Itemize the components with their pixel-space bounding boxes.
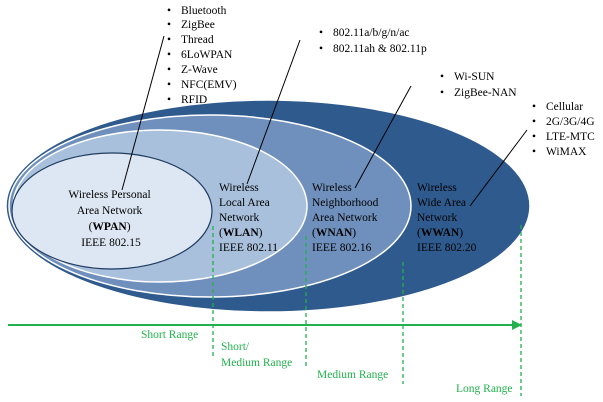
short-medium-range-line-2: Medium Range <box>221 357 292 369</box>
short-medium-range-line-1: Short/ <box>221 341 250 353</box>
bullet-icon: • <box>167 19 171 31</box>
wlan-standard: IEEE 802.11 <box>219 242 278 254</box>
wwan-callout-line <box>469 129 528 207</box>
wwan-label-line-1: Wireless <box>417 182 457 194</box>
wwan-abbr: WWAN <box>421 227 460 239</box>
bullet-icon: • <box>167 64 171 76</box>
wpan-tech-item: 6LoWPAN <box>181 49 233 61</box>
wlan-label-line-2: Local Area <box>219 197 270 209</box>
wpan-label-line-3: (WPAN) <box>89 221 131 233</box>
wpan-tech-item: Bluetooth <box>181 5 227 17</box>
wlan-abbr: WLAN <box>223 227 259 239</box>
wwan-tech-item: WiMAX <box>546 146 587 158</box>
wlan-callout-line <box>246 39 301 185</box>
medium-range-label: Medium Range <box>317 369 388 381</box>
wpan-abbr: WPAN <box>92 221 127 233</box>
wlan-label-line-3: Network <box>219 212 259 224</box>
wpan-tech-item: Z-Wave <box>181 64 218 76</box>
long-range-label: Long Range <box>456 383 513 395</box>
wlan-technology-list: • 802.11a/b/g/n/ac • 802.11ah & 802.11p <box>319 27 427 55</box>
wlan-tech-item: 802.11a/b/g/n/ac <box>333 27 410 39</box>
bullet-icon: • <box>167 34 171 46</box>
bullet-icon: • <box>532 146 536 158</box>
wlan-label-line-4: (WLAN) <box>219 227 263 239</box>
wwan-label: Wireless Wide Area Network (WWAN) IEEE 8… <box>417 182 477 254</box>
bullet-icon: • <box>319 27 323 39</box>
wpan-tech-item: RFID <box>181 94 207 106</box>
wnan-callout-line <box>354 85 412 189</box>
short-range-label: Short Range <box>141 329 198 341</box>
wnan-label-line-1: Wireless <box>312 182 352 194</box>
bullet-icon: • <box>440 71 444 83</box>
bullet-icon: • <box>532 116 536 128</box>
wwan-tech-item: 2G/3G/4G <box>546 116 595 128</box>
bullet-icon: • <box>167 94 171 106</box>
wpan-callout-line <box>121 35 165 191</box>
wnan-tech-item: ZigBee-NAN <box>454 87 517 99</box>
wwan-technology-list: • Cellular • 2G/3G/4G • LTE-MTC • WiMAX <box>532 101 595 158</box>
wwan-standard: IEEE 802.20 <box>417 242 477 254</box>
wnan-label-line-3: Area Network <box>312 212 378 224</box>
wpan-label-line-2: Area Network <box>77 205 143 217</box>
wwan-label-line-3: Network <box>417 212 457 224</box>
wpan-tech-item: ZigBee <box>181 19 215 31</box>
wwan-tech-item: Cellular <box>546 101 583 113</box>
wpan-ellipse <box>11 152 213 270</box>
bullet-icon: • <box>532 131 536 143</box>
bullet-icon: • <box>532 101 536 113</box>
bullet-icon: • <box>440 87 444 99</box>
wpan-label-line-1: Wireless Personal <box>68 189 150 201</box>
wnan-technology-list: • Wi-SUN • ZigBee-NAN <box>440 71 517 99</box>
wpan-technology-list: • Bluetooth • ZigBee • Thread • 6LoWPAN … <box>167 5 237 106</box>
wnan-standard: IEEE 802.16 <box>312 242 372 254</box>
wnan-label: Wireless Neighborhood Area Network (WNAN… <box>312 182 381 254</box>
wwan-label-line-2: Wide Area <box>417 197 466 209</box>
wpan-tech-item: Thread <box>181 34 214 46</box>
short-medium-range-label: Short/ Medium Range <box>221 341 292 369</box>
wpan-tech-item: NFC(EMV) <box>181 79 237 91</box>
wlan-tech-item: 802.11ah & 802.11p <box>333 43 427 55</box>
wlan-label-line-1: Wireless <box>219 182 259 194</box>
bullet-icon: • <box>167 5 171 17</box>
bullet-icon: • <box>167 49 171 61</box>
wnan-tech-item: Wi-SUN <box>454 71 495 83</box>
bullet-icon: • <box>319 43 323 55</box>
wlan-label: Wireless Local Area Network (WLAN) IEEE … <box>219 182 278 254</box>
bullet-icon: • <box>167 79 171 91</box>
wnan-label-line-4: (WNAN) <box>312 227 356 239</box>
wwan-label-line-4: (WWAN) <box>417 227 463 239</box>
wpan-label: Wireless Personal Area Network (WPAN) IE… <box>68 189 153 249</box>
wpan-standard: IEEE 802.15 <box>81 237 141 249</box>
wnan-label-line-2: Neighborhood <box>312 197 379 209</box>
wwan-tech-item: LTE-MTC <box>546 131 595 143</box>
wnan-abbr: WNAN <box>316 227 353 239</box>
